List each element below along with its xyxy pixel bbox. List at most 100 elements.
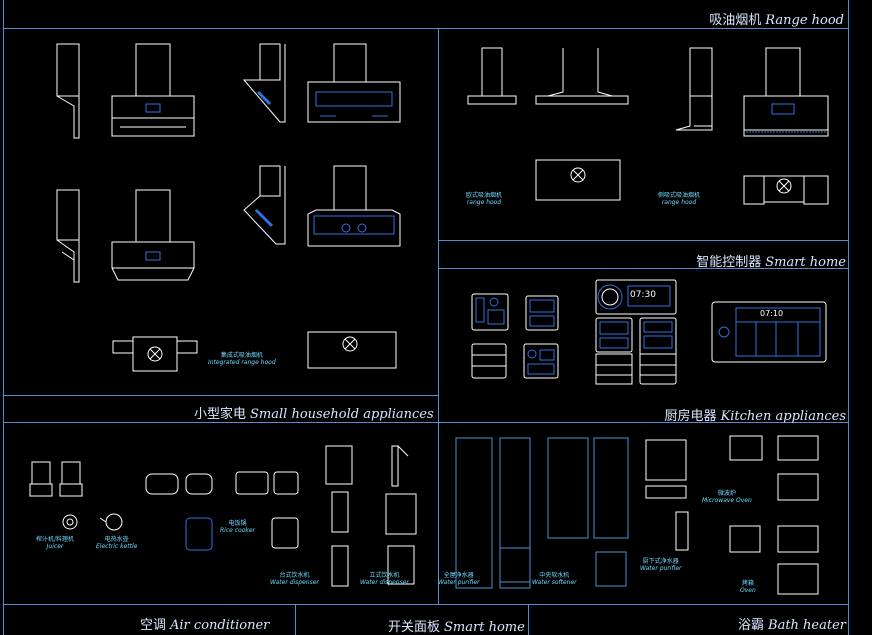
smart-panel-6 [595,317,633,385]
label-kettle: 电热水壶 Electric kettle [96,536,137,550]
title-bath-heater-en: Bath heater [768,618,846,633]
label-kettle-cn: 电热水壶 [104,536,129,543]
label-water-dispenser-floor-cn: 立式饮水机 [369,572,400,579]
label-rice-cooker: 电饭锅 Rice cooker [220,520,255,534]
label-integrated-hood: 集成式吸油烟机 Integrated range hood [208,352,276,366]
label-water-dispenser-desk-en: Water dispenser [270,579,319,586]
title-kitchen-appliances-cn: 厨房电器 [664,409,717,424]
title-switch-panel-cn: 开关面板 [388,620,441,635]
frame-line-bottom-band [3,604,849,605]
label-water-softener-en: Water softener [532,579,577,586]
label-integrated-hood-cn: 集成式吸油烟机 [220,352,263,359]
hood-side-view-1 [56,43,80,139]
title-kitchen-appliances-en: Kitchen appliances [720,409,846,424]
hood-side-right-side [675,47,713,131]
label-rice-cooker-cn: 电饭锅 [228,520,247,527]
frame-line-middle [438,28,439,605]
hood-side-right-front [743,47,829,137]
title-range-hood-cn: 吸油烟机 [709,13,762,28]
label-water-softener: 中央软水机 Water softener [532,572,577,586]
label-water-dispenser-desk: 台式饮水机 Water dispenser [270,572,319,586]
title-smart-home-control-en: Smart home [765,255,846,270]
label-microwave: 微波炉 Microwave Oven [702,490,752,504]
label-integrated-hood-en: Integrated range hood [208,359,276,366]
hood-side-view-3 [56,189,80,283]
label-microwave-cn: 微波炉 [717,490,736,497]
label-side-hood-cn: 侧吸式吸油烟机 [658,192,701,199]
label-juicer-cn: 榨汁机/料理机 [36,536,75,543]
smart-panel-1 [471,293,509,331]
label-side-hood-en: range hood [661,199,697,206]
kettle-drawing [99,513,123,531]
hood-side-view-2 [242,43,286,123]
label-oven: 烤箱 Oven [740,580,756,594]
clock-readout-a: 07:30 [630,290,656,300]
frame-line-right [848,0,849,635]
label-water-purifier-cn: 全屋净水器 [443,572,474,579]
smart-panel-5 [595,279,677,315]
hood-side-right-top [743,175,829,205]
title-air-conditioner-cn: 空调 [140,618,167,633]
frame-line-bottom-split1 [295,604,296,635]
hood-side-view-4 [243,165,286,245]
label-juicer: 榨汁机/料理机 Juicer [36,536,74,550]
water-purifier-drawing [455,437,531,589]
juicer-drawing [29,461,83,530]
hood-euro-wide [535,48,629,105]
label-european-hood-en: range hood [466,199,502,206]
title-small-appliances-cn: 小型家电 [194,407,247,422]
label-microwave-en: Microwave Oven [702,497,752,504]
frame-line-appliance-top [3,422,849,423]
frame-line-left-mid [3,395,438,396]
label-oven-cn: 烤箱 [741,580,754,587]
label-european-hood: 欧式吸油烟机 range hood [466,192,502,206]
label-undersink-purifier-cn: 厨下式净水器 [642,558,679,565]
label-water-dispenser-desk-cn: 台式饮水机 [279,572,310,579]
label-european-hood-cn: 欧式吸油烟机 [466,192,503,199]
smart-panel-3 [525,295,559,331]
hood-front-view-2 [307,43,401,123]
label-water-dispenser-floor: 立式饮水机 Water dispenser [360,572,409,586]
title-range-hood-en: Range hood [765,13,844,28]
rice-cooker-drawing [145,471,299,551]
microwave-drawing [729,435,819,501]
frame-line-top [3,28,849,29]
hood-front-view-3 [111,189,195,281]
title-smart-home-control-cn: 智能控制器 [696,255,762,270]
label-juicer-en: Juicer [46,543,64,550]
title-bath-heater-cn: 浴霸 [738,618,765,633]
water-softener-drawing [547,437,629,587]
hood-top-view-2 [307,331,397,369]
label-kettle-en: Electric kettle [96,543,138,550]
title-small-appliances-en: Small household appliances [250,407,434,422]
label-water-purifier: 全屋净水器 Water purifier [438,572,479,586]
label-oven-en: Oven [740,587,756,594]
frame-line-left [3,0,4,635]
undersink-purifier-drawing [645,439,689,551]
water-dispenser-drawing [325,445,417,587]
label-rice-cooker-en: Rice cooker [220,527,256,534]
hood-front-view-4 [307,165,401,247]
clock-readout-b: 07:10 [760,309,784,318]
title-air-conditioner-en: Air conditioner [170,618,270,633]
frame-line-smart-top [438,268,849,269]
hood-top-view-1 [112,336,198,372]
smart-panel-4 [523,343,559,379]
smart-panel-2 [471,343,507,379]
label-water-dispenser-floor-en: Water dispenser [360,579,409,586]
smart-panel-7 [639,317,677,385]
label-water-softener-cn: 中央软水机 [539,572,570,579]
label-undersink-purifier-en: Water purifier [640,565,682,572]
hood-euro-top [535,159,621,201]
frame-line-hood-bottom [438,240,849,241]
frame-line-bottom-split2 [528,604,529,635]
hood-euro-front [467,47,517,105]
